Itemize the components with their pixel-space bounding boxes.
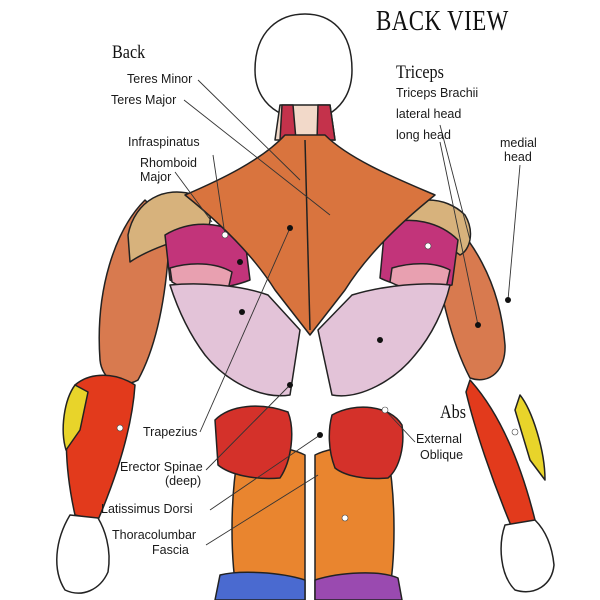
label-latissimus-dorsi: Latissimus Dorsi (101, 502, 193, 516)
dot-long-head (475, 322, 481, 328)
gluteus-left (214, 571, 306, 600)
dot-latissimus (317, 432, 323, 438)
dot-forearm-left (116, 424, 124, 432)
label-trapezius: Trapezius (143, 425, 198, 439)
hand-left (56, 514, 110, 594)
dot-infraspinatus (221, 231, 229, 239)
dot-teres-major (237, 259, 243, 265)
gluteus-right (314, 572, 403, 600)
latissimus-right (317, 283, 451, 397)
leader-trapezius (199, 227, 291, 433)
dot-lat-left (239, 309, 245, 315)
leader-thoracolumbar (205, 474, 319, 546)
label-erector-deep: (deep) (165, 474, 202, 488)
label-external: External (416, 432, 462, 446)
label-fascia: Fascia (152, 543, 189, 557)
leader-teres-major (183, 99, 331, 216)
dot-oblique (381, 406, 389, 414)
leader-erector (205, 384, 291, 471)
leader-rhomboid (174, 171, 213, 223)
label-long-head: long head (396, 128, 451, 142)
section-triceps: Triceps (396, 62, 444, 83)
label-medial: medial (500, 136, 537, 150)
label-lateral-head: lateral head (396, 107, 462, 121)
label-rhomboid: Rhomboid (140, 156, 197, 170)
dot-thoracolumbar (341, 514, 349, 522)
dot-trapezius (287, 225, 293, 231)
leader-teres-minor (197, 79, 301, 181)
label-teres-minor: Teres Minor (127, 72, 193, 86)
diagram-title: BACK VIEW (376, 6, 509, 37)
neck-muscle-right (316, 104, 336, 141)
oblique-right (328, 406, 404, 480)
label-erector-spinae: Erector Spinae (120, 460, 203, 474)
section-abs: Abs (440, 402, 467, 423)
dot-lateral-head (424, 242, 432, 250)
label-triceps-brachii: Triceps Brachii (396, 86, 479, 100)
section-back: Back (112, 42, 146, 63)
leader-medial-head (507, 164, 521, 301)
label-medial-head: head (504, 150, 532, 164)
leader-oblique (384, 409, 416, 443)
label-teres-major: Teres Major (111, 93, 177, 107)
dot-forearm-right (511, 428, 519, 436)
dot-medial-head (505, 297, 511, 303)
label-rhomboid-major: Major (140, 170, 172, 184)
label-infraspinatus: Infraspinatus (128, 135, 200, 149)
oblique-left (214, 405, 293, 480)
head-outline (254, 13, 353, 113)
forearm-flexor-right (514, 394, 546, 481)
dot-erector (287, 382, 293, 388)
trapezius-center-line (304, 139, 311, 331)
latissimus-left (169, 283, 301, 397)
dot-lat-right (377, 337, 383, 343)
label-oblique: Oblique (420, 448, 464, 462)
hand-right (500, 519, 555, 593)
leader-latissimus (209, 434, 321, 511)
label-thoracolumbar: Thoracolumbar (112, 528, 197, 542)
leader-long-head (439, 141, 479, 326)
trapezius (184, 134, 436, 336)
forearm-flexor-left (62, 384, 89, 451)
leader-lateral-head (439, 124, 471, 241)
leader-infraspinatus (212, 154, 226, 236)
